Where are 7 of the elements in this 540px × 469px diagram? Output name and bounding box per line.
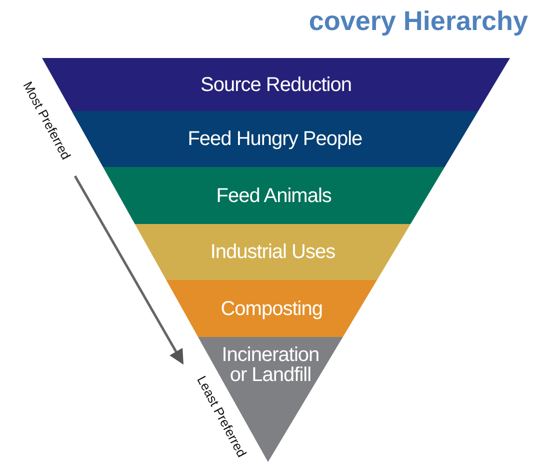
title: covery Hierarchy [308, 6, 528, 37]
band-label: Incineration or Landfill [220, 345, 320, 385]
band-label: Feed Hungry People [188, 129, 362, 149]
band-label: Composting [220, 298, 322, 318]
band-label: Source Reduction [200, 74, 352, 94]
band-label: Feed Animals [216, 186, 332, 206]
band-label: Industrial Uses [210, 242, 336, 262]
